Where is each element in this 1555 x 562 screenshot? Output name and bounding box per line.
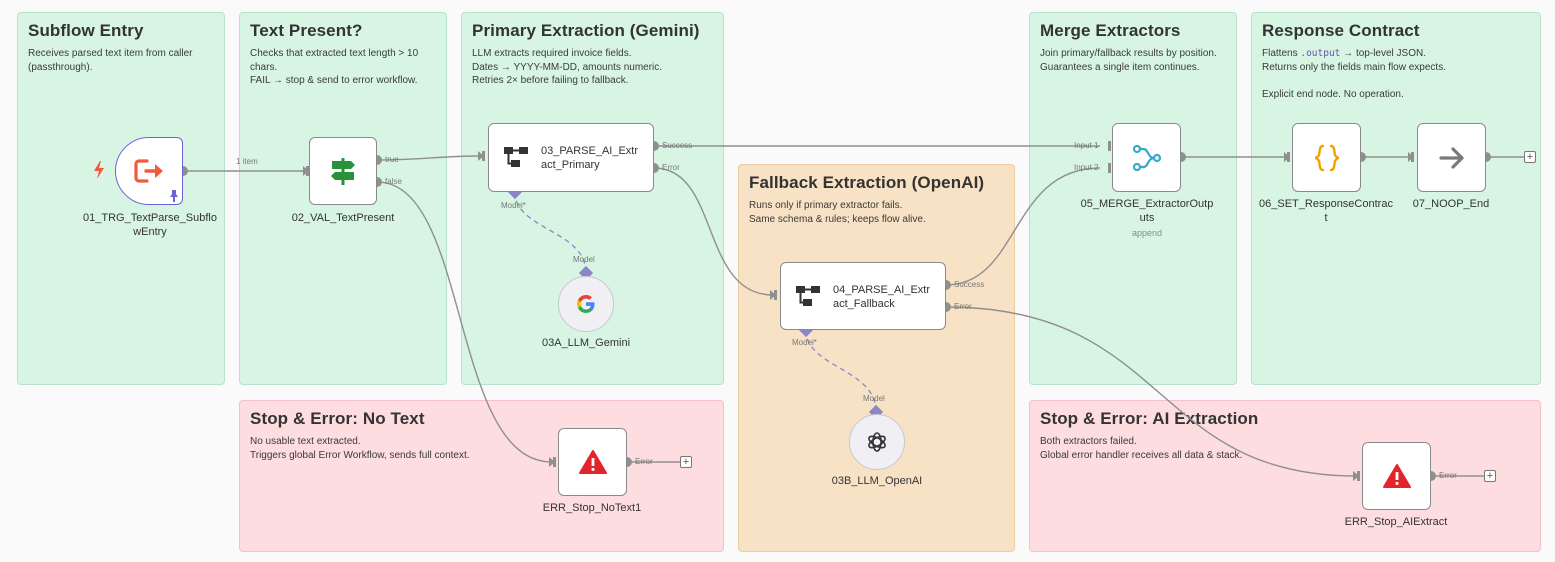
success-handle-label: Success [662, 141, 693, 150]
merge-mode-subtitle: append [1131, 228, 1163, 238]
wire-fallback-success-merge2 [945, 167, 1101, 286]
openai-icon [850, 415, 904, 469]
add-node-button[interactable]: + [1524, 151, 1536, 163]
noop-end-label: 07_NOOP_End [1412, 198, 1490, 210]
false-handle-label: false [385, 177, 402, 186]
error-handle-label: Error [1439, 471, 1457, 480]
trigger-label: 01_TRG_TextParse_Subflo wEntry [83, 212, 217, 238]
sticky-body: Flattens .output → top-level JSON. Retur… [1262, 47, 1530, 101]
sticky-title: Response Contract [1262, 21, 1420, 40]
warning-icon [559, 429, 626, 495]
gemini-node[interactable] [558, 276, 614, 332]
sticky-title: Fallback Extraction (OpenAI) [749, 173, 985, 192]
sticky-body: LLM extracts required invoice fields. Da… [472, 48, 663, 86]
parse-primary-node[interactable]: 03_PARSE_AI_Extr act_Primary [488, 123, 654, 192]
input1-label: Input 1 [1074, 141, 1099, 150]
merge-label: 05_MERGE_ExtractorOutp uts [1080, 198, 1214, 224]
sticky-title: Subflow Entry [28, 21, 144, 40]
wire-true-primary [376, 155, 481, 161]
braces-icon [1293, 124, 1360, 191]
sticky-body: Join primary/fallback results by positio… [1040, 48, 1217, 73]
openai-node[interactable] [849, 414, 905, 470]
parse-primary-title: 03_PARSE_AI_Extr act_Primary [541, 145, 639, 171]
warning-icon [1363, 443, 1430, 509]
model-required-label: Model* [792, 338, 817, 347]
sticky-body: Checks that extracted text length > 10 c… [250, 48, 419, 86]
merge-icon [1113, 124, 1180, 191]
sticky-response-contract: Response Contract Flattens .output → top… [1251, 12, 1541, 385]
arrow-right-icon [1418, 124, 1485, 191]
add-node-button[interactable]: + [680, 456, 692, 468]
trigger-node[interactable] [115, 137, 183, 205]
google-icon [559, 277, 613, 331]
parse-fallback-node[interactable]: 04_PARSE_AI_Extr act_Fallback [780, 262, 946, 330]
set-response-label: 06_SET_ResponseContrac t [1259, 198, 1393, 224]
sticky-body: Both extractors failed. Global error han… [1040, 436, 1243, 461]
wire-model-gemini [514, 191, 587, 274]
true-handle-label: true [385, 155, 399, 164]
wire-false-err-notext [376, 181, 553, 463]
noop-end-node[interactable] [1417, 123, 1486, 192]
wire-error-fallback [653, 167, 774, 296]
parse-fallback-title: 04_PARSE_AI_Extr act_Fallback [833, 284, 931, 310]
one-item-label: 1 item [236, 157, 258, 166]
wire-fallback-error-err-ai [945, 306, 1357, 477]
pin-icon [168, 189, 180, 208]
openai-label: 03B_LLM_OpenAI [831, 475, 923, 487]
sticky-title: Merge Extractors [1040, 21, 1181, 40]
error-handle-label: Error [662, 163, 680, 172]
ai-agent-icon [503, 145, 529, 174]
sticky-merge-extractors: Merge Extractors Join primary/fallback r… [1029, 12, 1237, 385]
err-no-text-label: ERR_Stop_NoText1 [542, 502, 642, 514]
add-node-button[interactable]: + [1484, 470, 1496, 482]
model-label: Model [573, 255, 595, 264]
err-ai-extract-node[interactable] [1362, 442, 1431, 510]
sticky-body: No usable text extracted. Triggers globa… [250, 436, 470, 461]
sticky-fallback-extraction: Fallback Extraction (OpenAI) Runs only i… [738, 164, 1015, 552]
validate-node[interactable] [309, 137, 377, 205]
body-suffix: → top-level JSON. Returns only the field… [1262, 48, 1446, 100]
merge-node[interactable] [1112, 123, 1181, 192]
output-code: .output [1300, 48, 1341, 59]
wire-model-openai [805, 329, 877, 413]
sticky-body: Receives parsed text item from caller (p… [28, 48, 193, 73]
input2-label: Input 2 [1074, 163, 1099, 172]
validate-label: 02_VAL_TextPresent [291, 212, 395, 224]
err-ai-extract-label: ERR_Stop_AIExtract [1344, 516, 1448, 528]
model-label: Model [863, 394, 885, 403]
err-no-text-node[interactable] [558, 428, 627, 496]
sticky-title: Stop & Error: AI Extraction [1040, 409, 1259, 428]
sticky-title: Primary Extraction (Gemini) [472, 21, 700, 40]
error-handle-label: Error [954, 302, 972, 311]
sticky-title: Stop & Error: No Text [250, 409, 425, 428]
gemini-label: 03A_LLM_Gemini [541, 337, 631, 349]
set-response-node[interactable] [1292, 123, 1361, 192]
sticky-stop-no-text: Stop & Error: No Text No usable text ext… [239, 400, 724, 552]
exit-icon [116, 138, 182, 204]
ai-agent-icon [795, 284, 821, 313]
success-handle-label: Success [954, 280, 985, 289]
signpost-icon [310, 138, 376, 204]
body-prefix: Flattens [1262, 48, 1301, 59]
error-handle-label: Error [635, 457, 653, 466]
sticky-title: Text Present? [250, 21, 363, 40]
sticky-body: Runs only if primary extractor fails. Sa… [749, 200, 926, 225]
sticky-subflow-entry: Subflow Entry Receives parsed text item … [17, 12, 225, 385]
lightning-icon [92, 160, 106, 180]
model-required-label: Model* [501, 201, 526, 210]
